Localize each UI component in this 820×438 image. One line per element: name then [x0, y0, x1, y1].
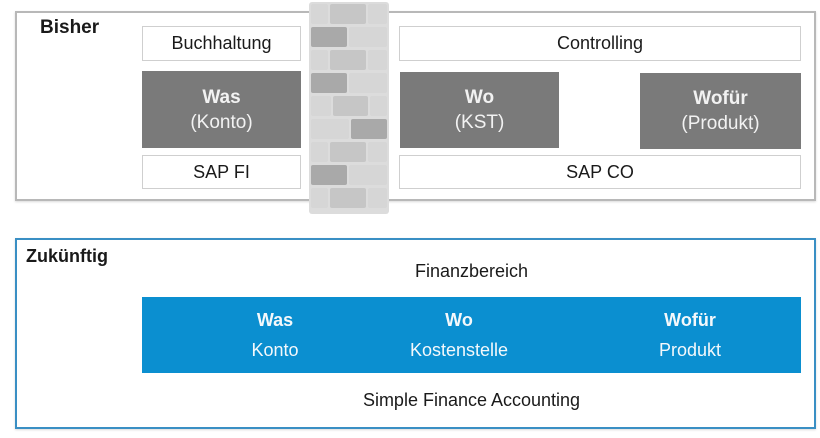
dimensions-bar: Was Konto Wo Kostenstelle Wofür Produkt — [142, 297, 801, 373]
wo-kst-box: Wo (KST) — [400, 72, 559, 148]
was-sub: (Konto) — [190, 111, 253, 133]
brick-wall-icon — [309, 2, 389, 214]
dim-wofuer-title: Wofür — [664, 310, 716, 330]
finanzbereich-label: Finanzbereich — [414, 261, 529, 281]
wo-title: Wo — [464, 87, 495, 108]
dim-wo: Wo Kostenstelle — [389, 297, 529, 373]
bisher-title: Bisher — [40, 17, 100, 38]
wofuer-title: Wofür — [693, 88, 748, 109]
was-konto-box: Was (Konto) — [142, 71, 301, 148]
dim-wofuer: Wofür Produkt — [630, 297, 750, 373]
controlling-label: Controlling — [399, 26, 801, 61]
wofuer-sub: (Produkt) — [681, 113, 760, 134]
dim-was-title: Was — [256, 310, 294, 330]
buchhaltung-label: Buchhaltung — [142, 26, 301, 61]
wofuer-produkt-box: Wofür (Produkt) — [640, 73, 801, 149]
dim-was: Was Konto — [215, 297, 335, 373]
zukuenftig-frame — [15, 238, 816, 429]
bisher-frame — [15, 11, 816, 201]
zukuenftig-title: Zukünftig — [26, 246, 108, 266]
sap-fi-label: SAP FI — [142, 155, 301, 189]
dim-wofuer-sub: Produkt — [658, 340, 722, 360]
dim-wo-title: Wo — [445, 310, 473, 330]
sap-co-label: SAP CO — [399, 155, 801, 189]
simple-finance-label: Simple Finance Accounting — [362, 390, 581, 410]
dim-was-sub: Konto — [251, 340, 299, 360]
was-title: Was — [202, 86, 241, 108]
wo-sub: (KST) — [454, 112, 505, 133]
dim-wo-sub: Kostenstelle — [409, 340, 509, 360]
